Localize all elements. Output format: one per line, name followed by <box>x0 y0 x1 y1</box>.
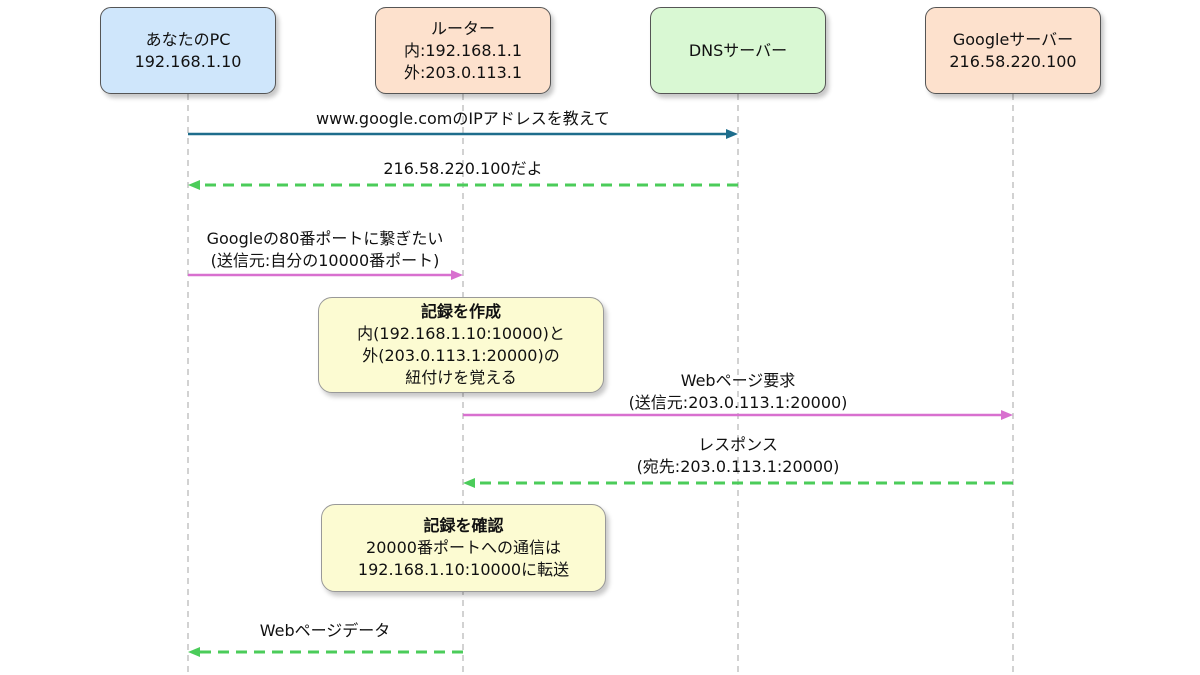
message-text: (送信元:自分の10000番ポート) <box>210 251 440 270</box>
participant-label: 外:203.0.113.1 <box>403 62 523 82</box>
arrowhead-pc-request <box>451 270 463 280</box>
note-title: 記録を作成 <box>420 302 501 321</box>
message-label-web-data: Webページデータ <box>260 620 391 642</box>
note-text: 紐付けを覚える <box>405 368 517 387</box>
note-record-check: 記録を確認 20000番ポートへの通信は 192.168.1.10:10000に… <box>321 504 606 592</box>
message-text: (宛先:203.0.113.1:20000) <box>636 457 840 476</box>
participant-label: ルーター <box>430 18 495 38</box>
participant-dns: DNSサーバー <box>650 7 826 94</box>
note-text: 192.168.1.10:10000に転送 <box>357 560 570 579</box>
participant-label: Googleサーバー <box>952 29 1074 49</box>
message-label-dns-reply: 216.58.220.100だよ <box>383 158 542 180</box>
message-text: レスポンス <box>698 435 778 454</box>
message-label-web-request: Webページ要求 (送信元:203.0.113.1:20000) <box>629 370 848 414</box>
message-text: Googleの80番ポートに繋ぎたい <box>206 229 444 248</box>
note-text: 内(192.168.1.10:10000)と <box>357 324 565 343</box>
message-text: (送信元:203.0.113.1:20000) <box>628 393 848 412</box>
participant-label: 192.168.1.10 <box>134 51 242 71</box>
arrowhead-web-request <box>1001 410 1013 420</box>
note-text: 外(203.0.113.1:20000)の <box>362 346 560 365</box>
message-text: 216.58.220.100だよ <box>383 159 543 178</box>
message-text: www.google.comのIPアドレスを教えて <box>316 109 610 128</box>
participant-label: あなたのPC <box>145 29 231 49</box>
note-record-create: 記録を作成 内(192.168.1.10:10000)と 外(203.0.113… <box>318 297 604 393</box>
arrowhead-dns-reply <box>188 180 200 190</box>
participant-label: 216.58.220.100 <box>949 51 1077 71</box>
participant-router: ルーター 内:192.168.1.1 外:203.0.113.1 <box>375 7 551 94</box>
arrowhead-web-data <box>188 647 200 657</box>
message-label-dns-query: www.google.comのIPアドレスを教えて <box>316 108 610 130</box>
arrowhead-response <box>463 478 475 488</box>
message-text: Webページ要求 <box>680 371 796 390</box>
arrowhead-dns-query <box>726 129 738 139</box>
note-text: 20000番ポートへの通信は <box>366 538 561 557</box>
note-title: 記録を確認 <box>423 516 504 535</box>
message-label-pc-request: Googleの80番ポートに繋ぎたい (送信元:自分の10000番ポート) <box>207 228 444 272</box>
message-text: Webページデータ <box>259 621 391 640</box>
participant-label: 内:192.168.1.1 <box>403 40 523 60</box>
participant-pc: あなたのPC 192.168.1.10 <box>100 7 276 94</box>
message-label-response: レスポンス (宛先:203.0.113.1:20000) <box>637 434 840 478</box>
participant-label: DNSサーバー <box>688 40 788 60</box>
participant-google: Googleサーバー 216.58.220.100 <box>925 7 1101 94</box>
